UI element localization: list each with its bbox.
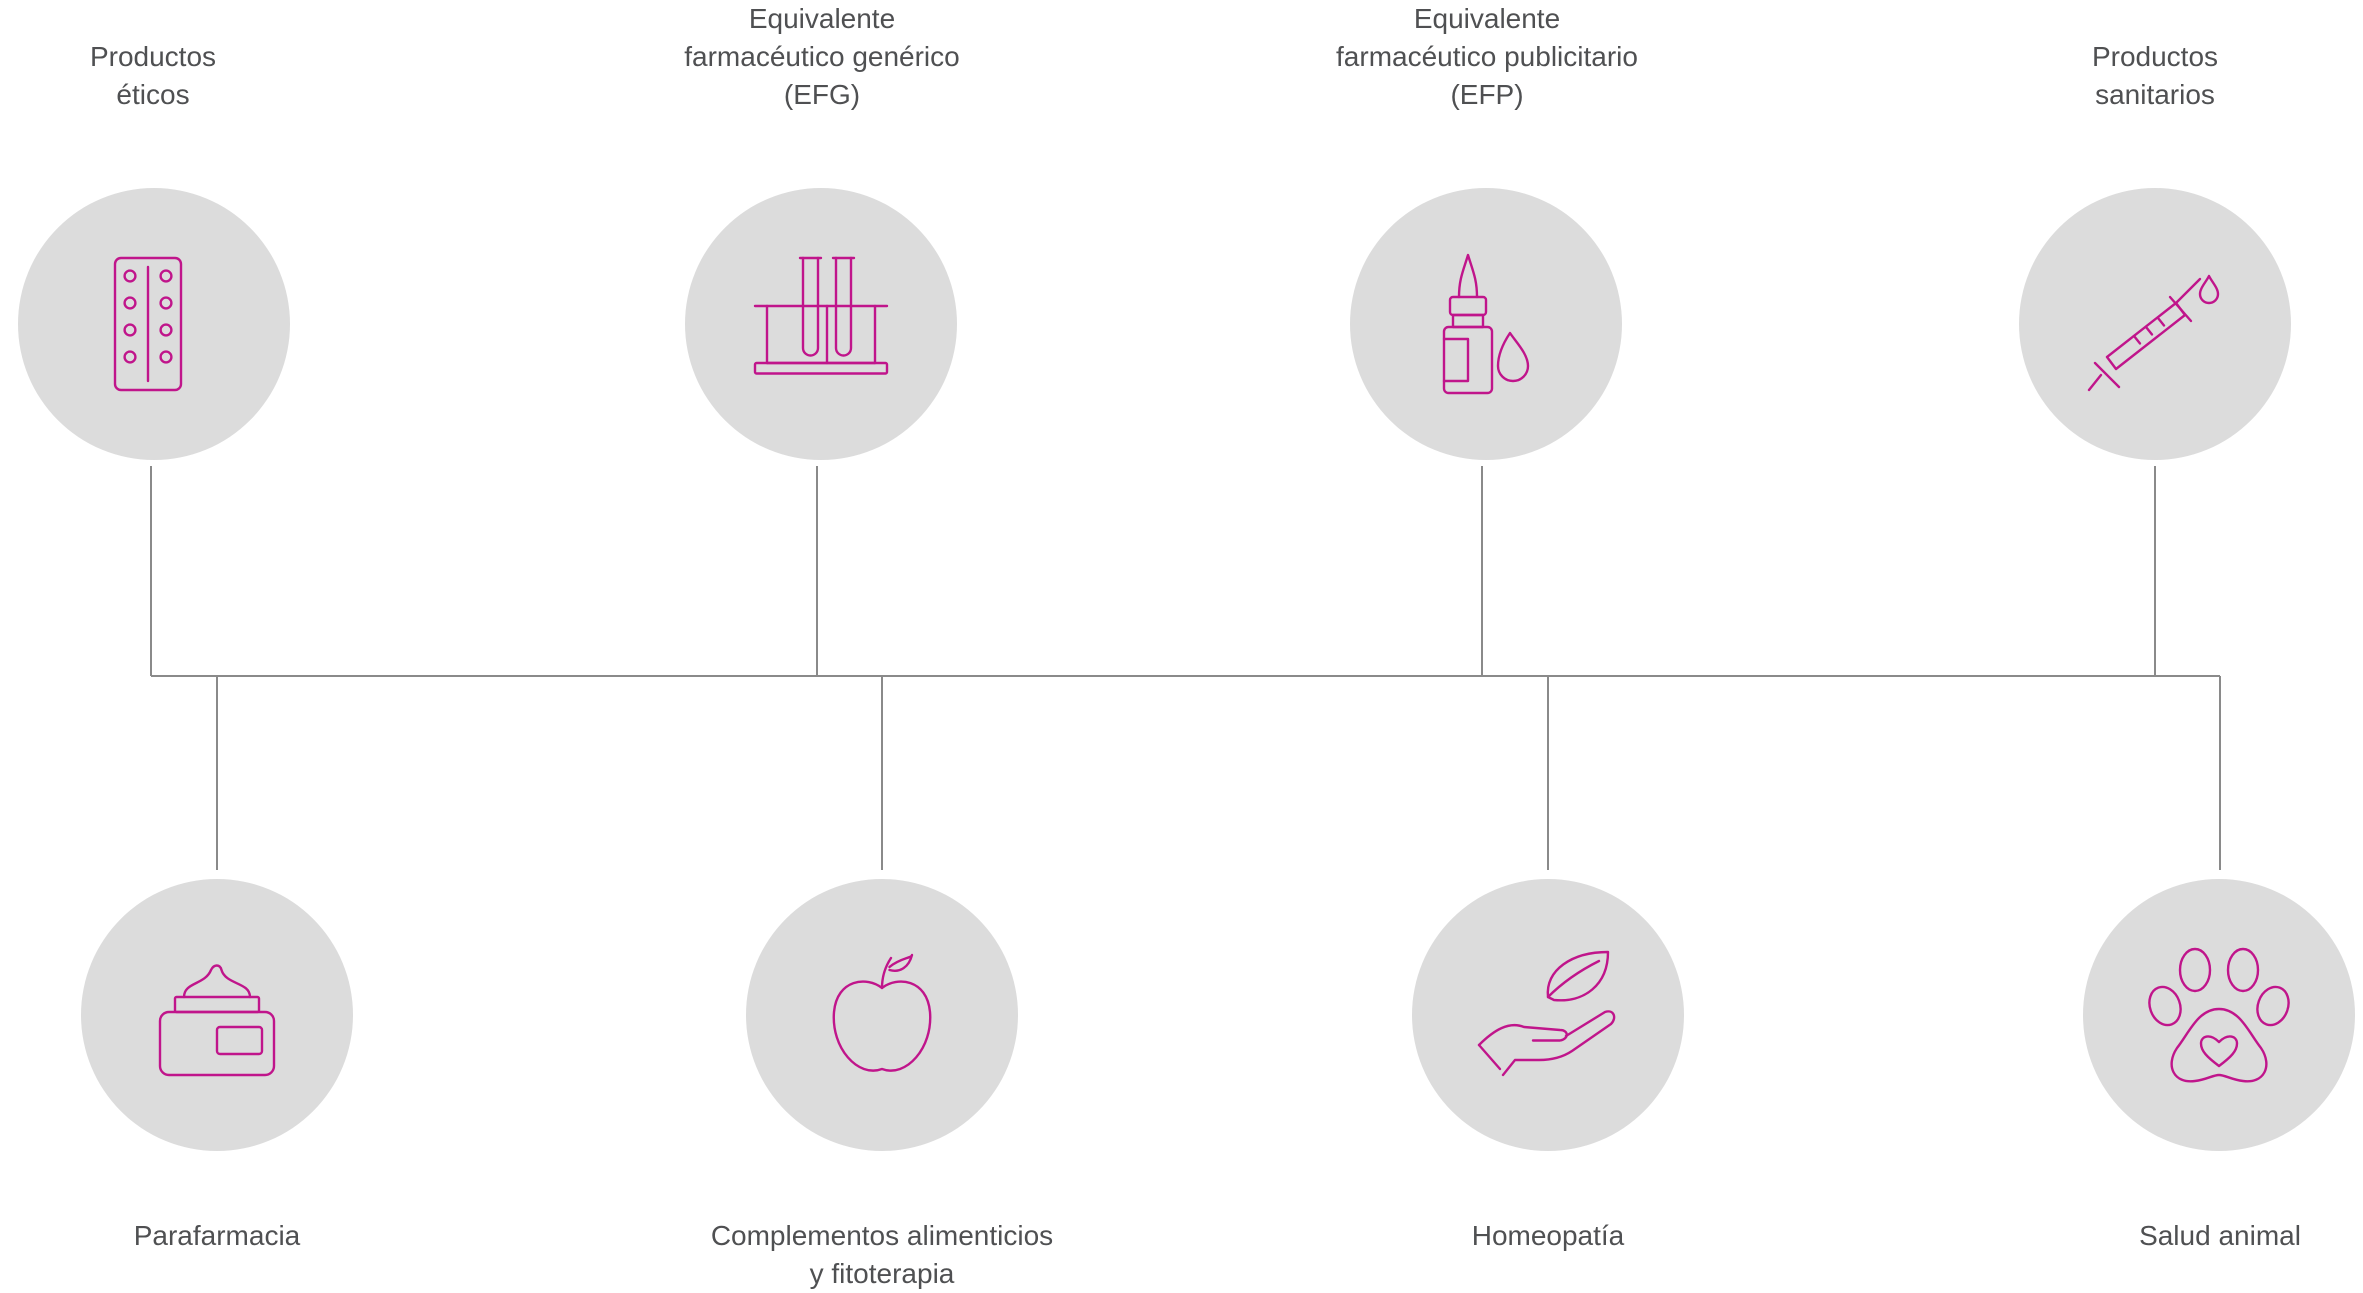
apple-icon [832,953,932,1072]
dropper-bottle-icon [1442,253,1530,395]
cream-jar-icon [158,964,276,1077]
label-parafarmacia: Parafarmacia [133,1220,301,1251]
label-productos-eticos: Productos éticos [89,41,217,110]
label-homeopatia: Homeopatía [1471,1220,1625,1251]
circle-complementos [746,879,1018,1151]
circle-homeopatia [1412,879,1684,1151]
label-productos-sanitarios: Productos sanitarios [2091,41,2219,110]
pill-blister-icon [113,256,183,392]
circle-efg [685,188,957,460]
test-tubes-icon [753,256,889,375]
circle-parafarmacia [81,879,353,1151]
label-efg: Equivalente farmacéutico genérico (EFG) [684,3,960,110]
circle-efp [1350,188,1622,460]
circle-productos-eticos [18,188,290,460]
circle-productos-sanitarios [2019,188,2291,460]
hand-leaf-icon [1477,950,1616,1077]
syringe-icon [2087,274,2220,392]
label-salud-animal: Salud animal [2139,1220,2301,1251]
circle-salud-animal [2083,879,2355,1151]
label-efp: Equivalente farmacéutico publicitario (E… [1336,3,1638,110]
paw-heart-icon [2148,947,2290,1083]
label-complementos: Complementos alimenticios y fitoterapia [710,1220,1054,1289]
